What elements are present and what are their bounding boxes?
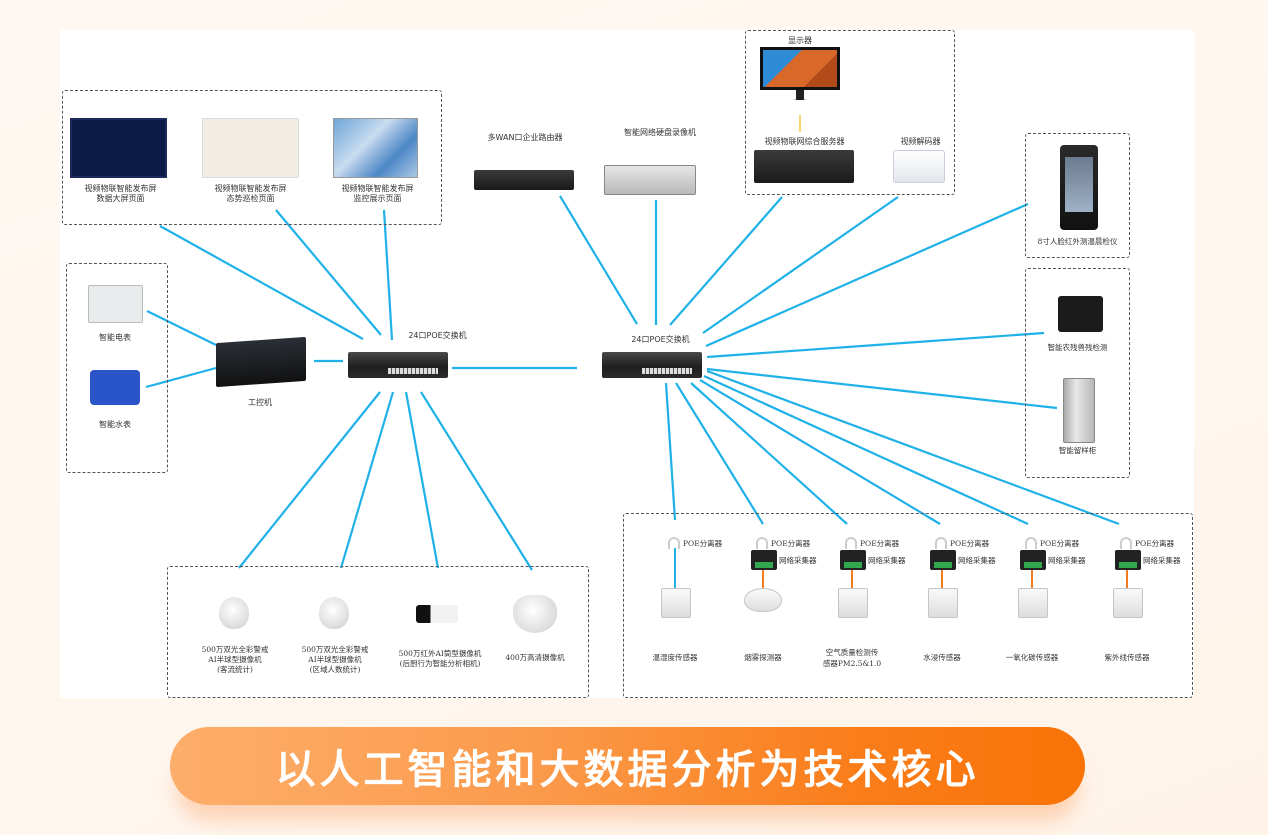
- face-temperature-terminal-icon: [1060, 145, 1098, 230]
- air-quality-sensor-icon: [838, 588, 868, 618]
- monitor-icon: [760, 47, 840, 90]
- camera-label: 500万双光全彩警戒: [301, 645, 369, 654]
- screen-label: 视频物联智能发布屏: [341, 184, 414, 193]
- poe-splitter-icon: [1025, 537, 1037, 549]
- sensor-label: 一氧化碳传感器: [1005, 653, 1059, 662]
- collector-label: 网络采集器: [779, 556, 817, 565]
- monitoring-screen-icon: [333, 118, 418, 178]
- camera-label: (后厨行为智能分析相机): [399, 659, 481, 668]
- pesticide-detector-icon: [1058, 296, 1103, 332]
- monitor-label: 显示器: [788, 36, 812, 45]
- network-collector-icon: [1020, 550, 1046, 570]
- dome-camera-icon: [319, 597, 349, 629]
- water-meter-icon: [90, 370, 140, 405]
- poe-splitter-label: POE分离器: [1135, 539, 1175, 548]
- camera-label: (区域人数统计): [309, 665, 361, 674]
- screen-label: 视频物联智能发布屏: [84, 184, 157, 193]
- collector-label: 网络采集器: [1048, 556, 1086, 565]
- turret-camera-icon: [513, 595, 557, 633]
- poe-splitter-label: POE分离器: [950, 539, 990, 548]
- smoke-detector-icon: [744, 588, 782, 612]
- camera-label: 400万高清摄像机: [505, 653, 565, 662]
- decoder-icon: [893, 150, 945, 183]
- collector-label: 网络采集器: [958, 556, 996, 565]
- sensor-label: 空气质量检测传: [825, 648, 879, 657]
- food-safety-group: [1025, 268, 1130, 478]
- meters-group: [66, 263, 168, 473]
- server-group: [745, 30, 955, 195]
- poe-splitter-icon: [756, 537, 768, 549]
- camera-label: (客流统计): [217, 665, 253, 674]
- network-collector-icon: [1115, 550, 1141, 570]
- camera-label: AI半球型摄像机: [208, 655, 262, 664]
- cameras-group: [167, 566, 589, 698]
- screen-label: 视频物联智能发布屏: [214, 184, 287, 193]
- screen-label: 数据大屏页面: [96, 194, 145, 203]
- publish-screens-group: [62, 90, 442, 225]
- server-label: 视频物联网综合服务器: [764, 137, 845, 146]
- poe-splitter-icon: [1120, 537, 1132, 549]
- poe-splitter-icon: [668, 537, 680, 549]
- co-sensor-icon: [1018, 588, 1048, 618]
- screen-label: 监控展示页面: [353, 194, 402, 203]
- inspection-screen-icon: [202, 118, 299, 178]
- screen-label: 态势巡检页面: [226, 194, 275, 203]
- sensor-label: 感器PM2.5&1.0: [822, 659, 882, 668]
- nvr-icon: [604, 165, 696, 195]
- right-switch-label: 24口POE交换机: [631, 335, 690, 344]
- network-collector-icon: [751, 550, 777, 570]
- water-leak-sensor-icon: [928, 588, 958, 618]
- face-terminal-group: [1025, 133, 1130, 258]
- poe-splitter-label: POE分离器: [860, 539, 900, 548]
- dashboard-screen-icon: [70, 118, 167, 178]
- nvr-label: 智能网络硬盘录像机: [624, 128, 696, 137]
- poe-splitter-label: POE分离器: [683, 539, 723, 548]
- sample-cabinet-label: 智能留样柜: [1058, 446, 1097, 455]
- sensor-label: 烟雾探测器: [744, 653, 782, 662]
- electric-meter-icon: [88, 285, 143, 323]
- sample-cabinet-icon: [1063, 378, 1095, 443]
- headline-banner: 以人工智能和大数据分析为技术核心: [170, 727, 1085, 805]
- industrial-pc-icon: [216, 336, 306, 388]
- meter-label: 智能电表: [99, 333, 131, 342]
- collector-label: 网络采集器: [868, 556, 906, 565]
- router-label: 多WAN口企业路由器: [487, 133, 563, 142]
- camera-label: 500万双光全彩警戒: [201, 645, 269, 654]
- headline-text: 以人工智能和大数据分析为技术核心: [275, 747, 980, 793]
- network-collector-icon: [930, 550, 956, 570]
- meter-label: 智能水表: [99, 420, 131, 429]
- sensor-label: 水浸传感器: [923, 653, 961, 662]
- poe-splitter-label: POE分离器: [771, 539, 811, 548]
- poe-splitter-icon: [845, 537, 857, 549]
- camera-label: 500万红外AI筒型摄像机: [398, 649, 482, 658]
- bullet-camera-icon: [416, 605, 458, 623]
- poe-splitter-label: POE分离器: [1040, 539, 1080, 548]
- collector-label: 网络采集器: [1143, 556, 1181, 565]
- camera-label: AI半球型摄像机: [308, 655, 362, 664]
- uv-sensor-icon: [1113, 588, 1143, 618]
- sensors-group: [623, 513, 1193, 698]
- server-icon: [754, 150, 854, 183]
- left-switch-icon[interactable]: [348, 352, 448, 378]
- router-icon: [474, 170, 574, 190]
- poe-splitter-icon: [935, 537, 947, 549]
- decoder-label: 视频解码器: [900, 137, 941, 146]
- sensor-label: 紫外线传感器: [1104, 653, 1150, 662]
- pesticide-detector-label: 智能农残兽残检测: [1047, 343, 1108, 352]
- dome-camera-icon: [219, 597, 249, 629]
- left-switch-label: 24口POE交换机: [408, 331, 467, 340]
- network-collector-icon: [840, 550, 866, 570]
- sensor-label: 温湿度传感器: [652, 653, 698, 662]
- temp-humidity-sensor-icon: [661, 588, 691, 618]
- right-switch-icon[interactable]: [602, 352, 702, 378]
- face-terminal-label: 8寸人脸红外测温晨检仪: [1037, 237, 1118, 246]
- industrial-pc-label: 工控机: [248, 398, 272, 407]
